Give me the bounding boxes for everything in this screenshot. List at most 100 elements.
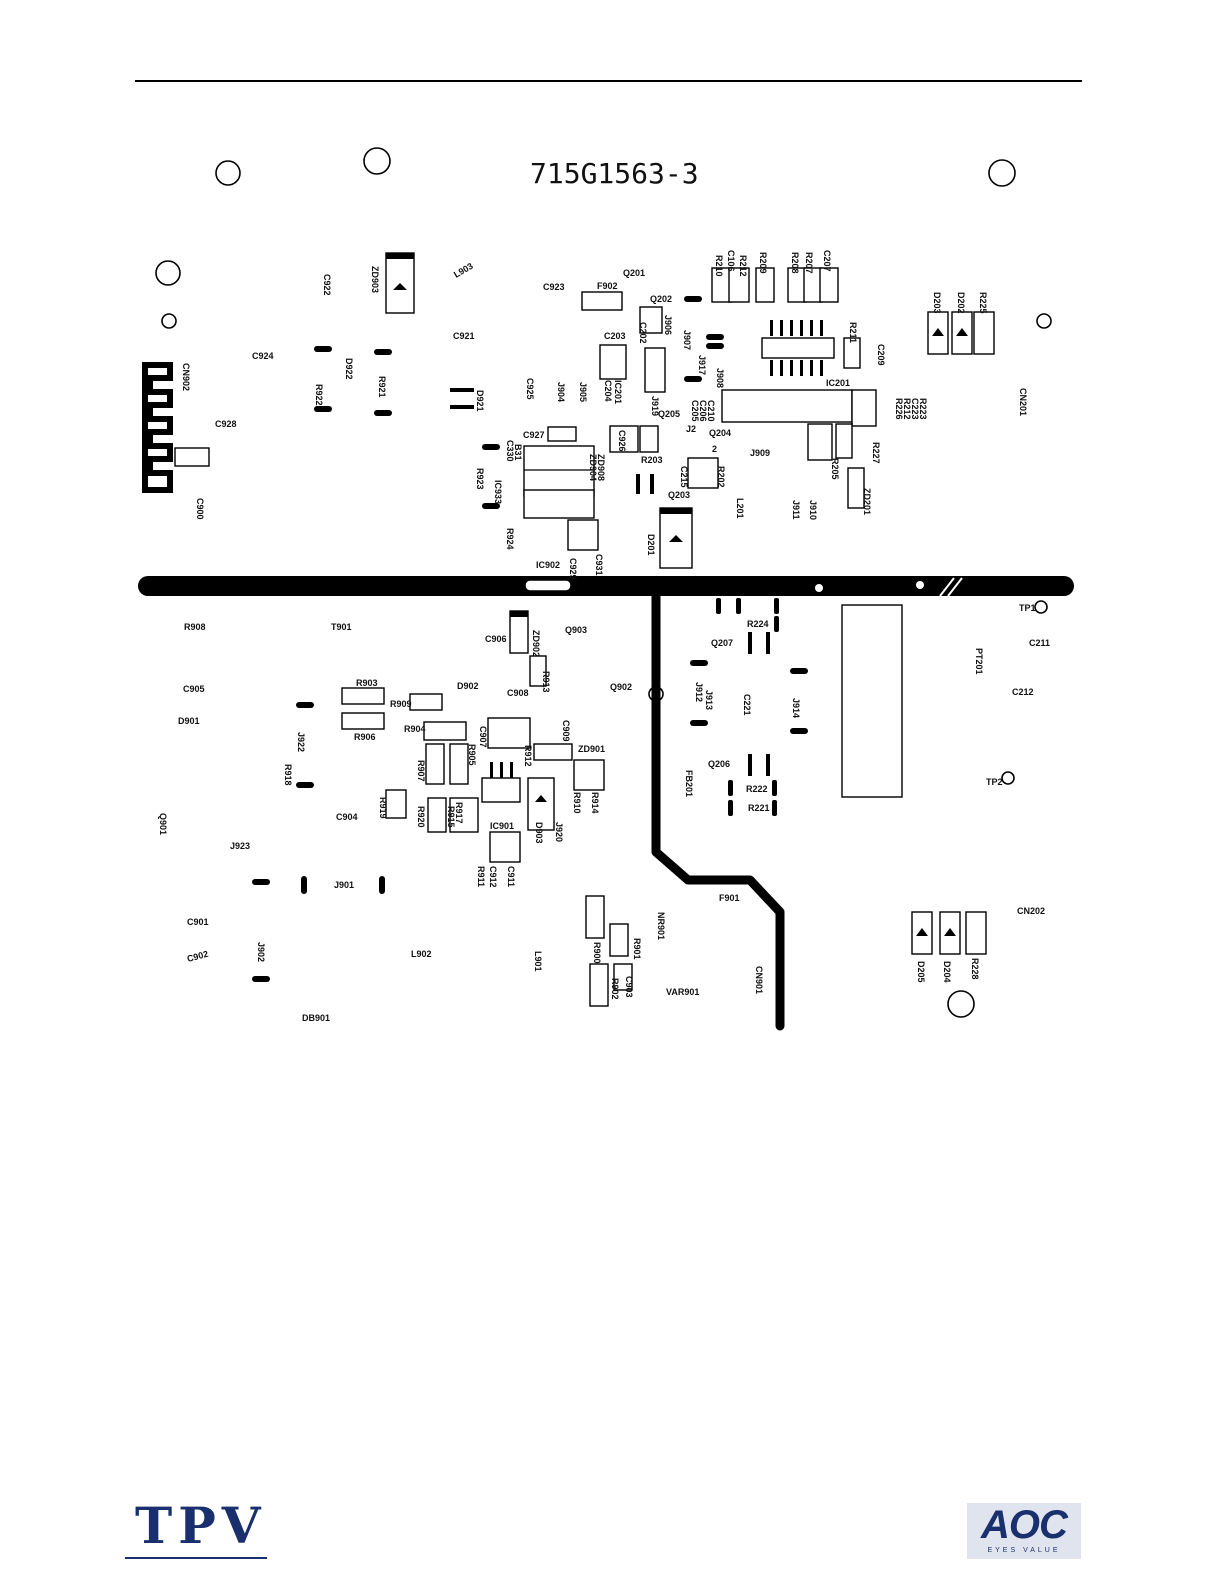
component-label-db901: DB901 xyxy=(302,1013,330,1023)
component-label-nr901: NR901 xyxy=(656,912,666,940)
component-label-c221: C221 xyxy=(742,694,752,716)
component-label-q205: Q205 xyxy=(658,409,680,419)
component-label-d921: D921 xyxy=(475,390,485,412)
component-label-c906: C906 xyxy=(485,634,507,644)
component-label-c904: C904 xyxy=(336,812,358,822)
component-label-r208: R208 xyxy=(790,252,800,274)
component-label-d201: D201 xyxy=(646,534,656,556)
component-label-c908: C908 xyxy=(507,688,529,698)
solder-pads xyxy=(252,296,808,982)
component-label-d922: D922 xyxy=(344,358,354,380)
component-label-j922: J922 xyxy=(296,732,306,752)
component-label-ic901: IC901 xyxy=(490,821,514,831)
component-label-r900: R900 xyxy=(592,942,602,964)
component-label-c205: C205 xyxy=(690,400,700,422)
component-label-zd902: ZD902 xyxy=(531,630,541,657)
component-label-c211: C211 xyxy=(1029,638,1050,648)
component-label-j904: J904 xyxy=(556,382,566,402)
component-label-cn201: CN201 xyxy=(1018,388,1028,416)
component-label-j912: J912 xyxy=(694,682,704,702)
component-label-c924: C924 xyxy=(252,351,274,361)
component-outlines xyxy=(174,252,995,1007)
component-label-c106: C106 xyxy=(726,250,736,272)
component-label-r914: R914 xyxy=(590,792,600,814)
component-label-c903: C903 xyxy=(624,976,634,998)
component-label-r911: R911 xyxy=(476,866,486,887)
component-label-r919: R919 xyxy=(378,797,388,819)
component-label-j908: J908 xyxy=(715,368,725,388)
component-label-q204: Q204 xyxy=(709,428,731,438)
component-label-c925: C925 xyxy=(525,378,535,400)
component-label-j913: J913 xyxy=(704,690,714,710)
component-label-d901: D901 xyxy=(178,716,200,726)
copper-traces xyxy=(138,576,1074,1031)
test-point-hole xyxy=(1001,771,1015,785)
component-label-l201: L201 xyxy=(735,498,745,519)
component-label-r202: R202 xyxy=(716,466,726,488)
component-label-q903: Q903 xyxy=(565,625,587,635)
aoc-logo: AOC EYES VALUE xyxy=(967,1503,1081,1559)
component-label-r224: R224 xyxy=(747,619,769,629)
component-label-q901: Q901 xyxy=(158,813,168,835)
component-label-q207: Q207 xyxy=(711,638,733,648)
component-label-d202: D202 xyxy=(956,292,966,314)
component-label-ic201: IC201 xyxy=(613,380,623,404)
component-label-c928: C928 xyxy=(215,419,237,429)
mounting-hole xyxy=(363,147,391,175)
component-label-q201: Q201 xyxy=(623,268,645,278)
component-label-c929: C929 xyxy=(568,558,578,580)
component-label-r907: R907 xyxy=(416,760,426,782)
ic-pins xyxy=(490,320,823,778)
mounting-hole xyxy=(947,990,975,1018)
mounting-hole xyxy=(161,313,177,329)
component-label-r205: R205 xyxy=(830,458,840,480)
pcb-silkscreen-diagram: 715G1563-3 xyxy=(138,147,1074,1031)
component-label-r920: R920 xyxy=(416,806,426,828)
component-label-r909: R909 xyxy=(390,699,412,709)
component-label-zd901: ZD901 xyxy=(578,744,605,754)
component-label-q902: Q902 xyxy=(610,682,632,692)
component-label-r913: R913 xyxy=(541,671,551,693)
component-label-r902: R902 xyxy=(610,978,620,1000)
component-label-r917: R917 xyxy=(454,802,464,824)
tpv-logo: TPV xyxy=(125,1496,267,1560)
component-label-j901: J901 xyxy=(334,880,354,890)
component-label-c931: C931 xyxy=(594,554,604,576)
component-label-q203: Q203 xyxy=(668,490,690,500)
component-label-b31: B31 xyxy=(513,444,523,461)
test-point-hole xyxy=(1034,600,1048,614)
component-label-cn902: CN902 xyxy=(181,363,191,391)
component-label-r226: R226 xyxy=(894,398,904,420)
component-label-c330: C330 xyxy=(505,440,515,462)
component-label-c923: C923 xyxy=(543,282,565,292)
component-label-r212: R212 xyxy=(902,398,912,420)
component-label-q202: Q202 xyxy=(650,294,672,304)
component-label-r210: R210 xyxy=(714,255,724,277)
component-label-c204: C204 xyxy=(603,380,613,402)
component-label-c209: C209 xyxy=(876,344,886,366)
component-label-zd201: ZD201 xyxy=(862,488,872,515)
component-label-r923: R923 xyxy=(475,468,485,490)
component-label-zd904: ZD904 xyxy=(588,454,598,481)
component-label-r222: R222 xyxy=(746,784,768,794)
component-label-c900: C900 xyxy=(195,498,205,520)
component-label-j2: J2 xyxy=(686,424,696,434)
component-label-d902: D902 xyxy=(457,681,479,691)
component-label-c907: C907 xyxy=(478,726,488,748)
aoc-logo-tagline: EYES VALUE xyxy=(987,1547,1061,1554)
tpv-logo-text: TPV xyxy=(135,1496,267,1555)
component-label-tp2: TP2 xyxy=(986,777,1003,787)
component-label-zd903: ZD903 xyxy=(370,266,380,293)
component-label-d205: D205 xyxy=(916,961,926,983)
component-label-c922: C922 xyxy=(322,274,332,296)
component-label-j919: J919 xyxy=(650,396,660,416)
component-label-r225: R225 xyxy=(978,292,988,314)
component-label-r904: R904 xyxy=(404,724,426,734)
component-label-r922: R922 xyxy=(314,384,324,406)
component-label-c223: C223 xyxy=(910,398,920,420)
mounting-hole xyxy=(1036,313,1052,329)
mounting-hole xyxy=(215,160,241,186)
component-label-r203: R203 xyxy=(641,455,663,465)
component-label-ic201: IC201 xyxy=(826,378,850,388)
